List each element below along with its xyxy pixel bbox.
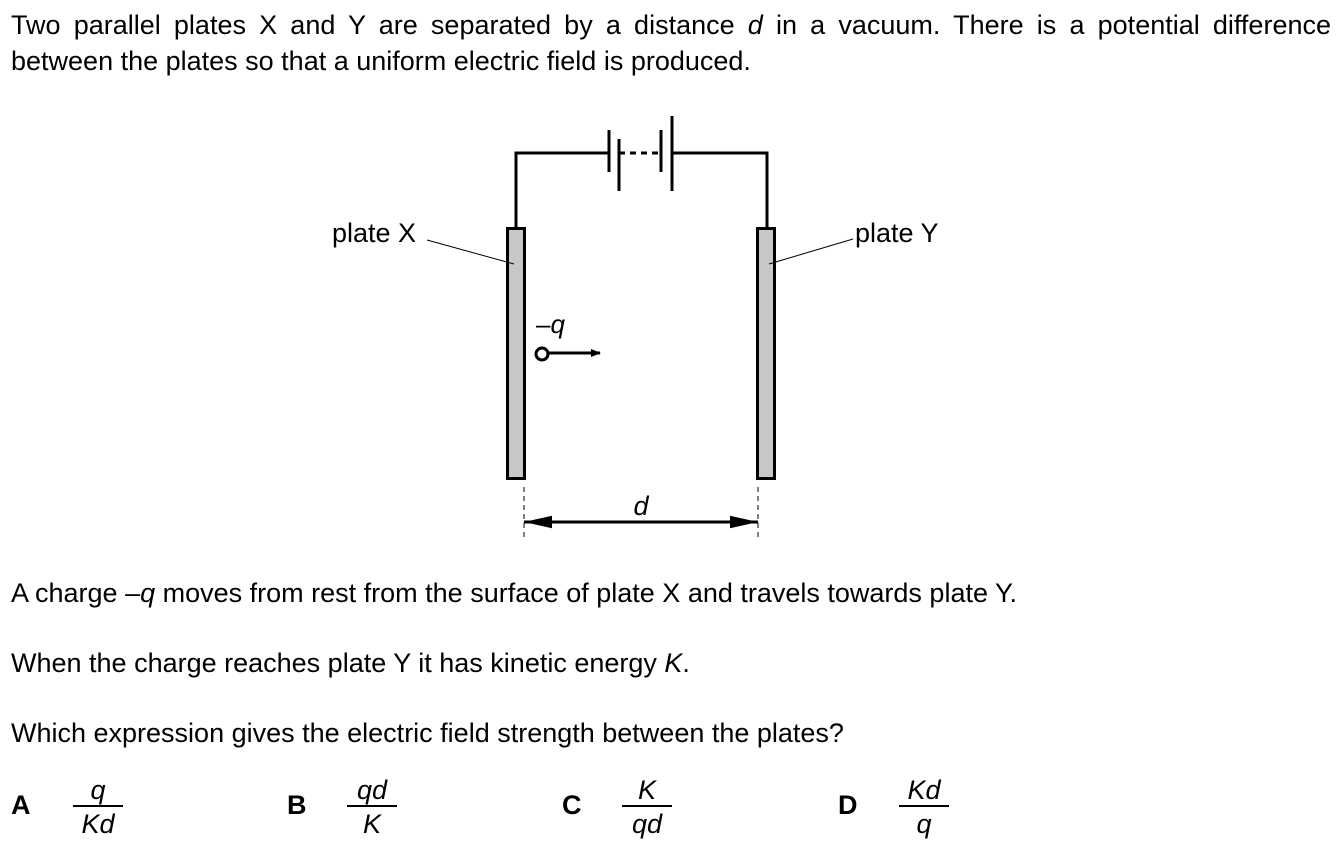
line1-charge-symbol: q — [140, 578, 156, 608]
charge-motion-line: A charge –q moves from rest from the sur… — [11, 575, 1017, 611]
option-d-letter[interactable]: D — [838, 790, 858, 820]
plate-x — [506, 227, 526, 480]
question-line: Which expression gives the electric fiel… — [11, 718, 844, 748]
option-c-expression[interactable]: K qd — [620, 775, 674, 839]
option-a-denominator: Kd — [81, 809, 115, 839]
line1-text-2: moves from rest from the surface of plat… — [155, 578, 1018, 608]
plate-y-label: plate Y — [855, 218, 939, 248]
intro-paragraph: Two parallel plates X and Y are separate… — [11, 7, 1331, 79]
option-b-fraction-bar — [347, 805, 397, 807]
parallel-plates-diagram: plate X plate Y –q d — [332, 116, 939, 537]
option-d-expression[interactable]: Kd q — [897, 775, 951, 839]
option-c-fraction-bar — [622, 805, 672, 807]
line2-energy-symbol: K — [664, 648, 683, 678]
charge-particle-icon — [534, 346, 550, 362]
option-d-denominator: q — [916, 809, 932, 839]
charge-label: –q — [535, 309, 565, 339]
intro-text-1: Two parallel plates X and Y are separate… — [11, 10, 748, 40]
option-b-letter[interactable]: B — [287, 790, 307, 820]
circuit-wires — [514, 151, 769, 227]
plate-y — [756, 227, 776, 480]
option-d-fraction-bar — [899, 805, 949, 807]
option-b-expression[interactable]: qd K — [345, 775, 399, 839]
intro-distance-symbol: d — [747, 10, 763, 40]
intro-text-2: in a vacuum. There is a potential differ… — [11, 10, 1331, 76]
option-a-numerator: q — [90, 775, 106, 805]
option-a-letter[interactable]: A — [11, 790, 31, 820]
line2-text-2: . — [682, 648, 690, 678]
option-b-denominator: K — [362, 809, 381, 839]
line2-text-1: When the charge reaches plate Y it has k… — [11, 648, 665, 678]
kinetic-energy-line: When the charge reaches plate Y it has k… — [11, 645, 690, 681]
option-b-numerator: qd — [356, 775, 388, 805]
line1-text-1: A charge – — [11, 578, 141, 608]
option-d-numerator: Kd — [907, 775, 941, 805]
distance-label: d — [633, 491, 649, 521]
option-c-letter[interactable]: C — [562, 790, 582, 820]
option-c-numerator: K — [637, 775, 656, 805]
option-c-denominator: qd — [631, 809, 663, 839]
option-a-fraction-bar — [73, 805, 123, 807]
option-a-expression[interactable]: q Kd — [71, 775, 125, 839]
battery-icon — [607, 116, 674, 191]
plate-x-leader-line — [426, 239, 515, 265]
plate-y-leader-line — [768, 238, 854, 265]
plate-x-label: plate X — [332, 218, 416, 248]
